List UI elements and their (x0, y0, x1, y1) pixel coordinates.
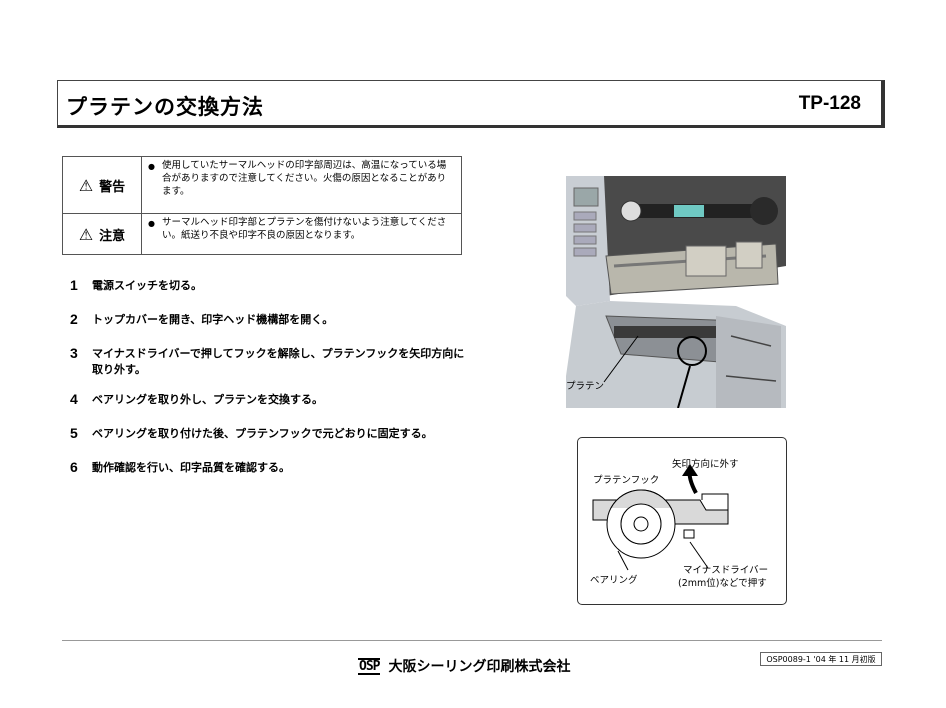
warning-label: 警告 (99, 179, 126, 195)
step-number: 3 (70, 345, 78, 361)
platen-hook-diagram (592, 464, 729, 571)
caution-label-cell: ⚠ 注意 (62, 213, 142, 255)
header-bar: プラテンの交換方法 TP-128 (57, 80, 885, 128)
detail-illustration (577, 437, 787, 605)
step-number: 2 (70, 311, 78, 327)
document-reference: OSP0089-1 '04 年 11 月初版 (760, 652, 882, 666)
company-name: 大阪シーリング印刷株式会社 (388, 659, 571, 675)
step-item: 4 ベアリングを取り外し、プラテンを交換する。 (70, 391, 480, 408)
caution-row: ⚠ 注意 ● サーマルヘッド印字部とプラテンを傷付けないよう注意してください。紙送… (62, 213, 462, 255)
printer-photo (566, 176, 786, 408)
model-number: TP-128 (798, 93, 861, 114)
warning-text: 使用していたサーマルヘッドの印字部周辺は、高温になっている場合がありますので注意… (162, 160, 447, 197)
page-title: プラテンの交換方法 (66, 95, 264, 119)
driver-label-1: マイナスドライバー (683, 565, 769, 576)
caution-text: サーマルヘッド印字部とプラテンを傷付けないよう注意してください。紙送り不良や印字… (162, 217, 447, 241)
step-number: 4 (70, 391, 78, 407)
warning-label-cell: ⚠ 警告 (62, 156, 142, 214)
arrow-direction-label: 矢印方向に外す (672, 459, 739, 470)
footer-divider (62, 640, 882, 641)
caution-triangle-icon: ⚠ (78, 224, 94, 244)
notice-table: ⚠ 警告 ● 使用していたサーマルヘッドの印字部周辺は、高温になっている場合があり… (62, 156, 462, 255)
step-number: 1 (70, 277, 78, 293)
step-item: 1 電源スイッチを切る。 (70, 277, 480, 294)
step-item: 6 動作確認を行い、印字品質を確認する。 (70, 459, 480, 476)
step-item: 5 ベアリングを取り付けた後、プラテンフックで元どおりに固定する。 (70, 425, 490, 442)
step-item: 2 トップカバーを開き、印字ヘッド機構部を開く。 (70, 311, 480, 328)
step-text: マイナスドライバーで押してフックを解除し、プラテンフックを矢印方向に取り外す。 (92, 347, 465, 376)
osp-logo-mark: OSP (358, 657, 381, 675)
company-logo: OSP 大阪シーリング印刷株式会社 (358, 656, 570, 676)
bullet-icon: ● (148, 219, 155, 228)
step-text: 動作確認を行い、印字品質を確認する。 (92, 461, 290, 474)
platen-label: プラテン (566, 381, 605, 392)
warning-triangle-icon: ⚠ (78, 175, 94, 195)
step-number: 5 (70, 425, 78, 441)
warning-row: ⚠ 警告 ● 使用していたサーマルヘッドの印字部周辺は、高温になっている場合があり… (62, 156, 462, 214)
caution-text-cell: ● サーマルヘッド印字部とプラテンを傷付けないよう注意してください。紙送り不良や… (141, 213, 462, 255)
step-item: 3 マイナスドライバーで押してフックを解除し、プラテンフックを矢印方向に取り外す… (70, 345, 470, 378)
step-text: ベアリングを取り付けた後、プラテンフックで元どおりに固定する。 (92, 427, 433, 440)
warning-text-cell: ● 使用していたサーマルヘッドの印字部周辺は、高温になっている場合がありますので… (141, 156, 462, 214)
step-text: 電源スイッチを切る。 (92, 279, 202, 292)
step-text: ベアリングを取り外し、プラテンを交換する。 (92, 393, 323, 406)
step-number: 6 (70, 459, 78, 475)
driver-label-2: (2mm位)などで押す (678, 578, 767, 589)
bearing-label: ベアリング (590, 575, 638, 586)
platen-hook-label: プラテンフック (593, 475, 660, 486)
step-text: トップカバーを開き、印字ヘッド機構部を開く。 (92, 313, 334, 326)
caution-label: 注意 (99, 228, 126, 244)
bullet-icon: ● (148, 162, 155, 171)
